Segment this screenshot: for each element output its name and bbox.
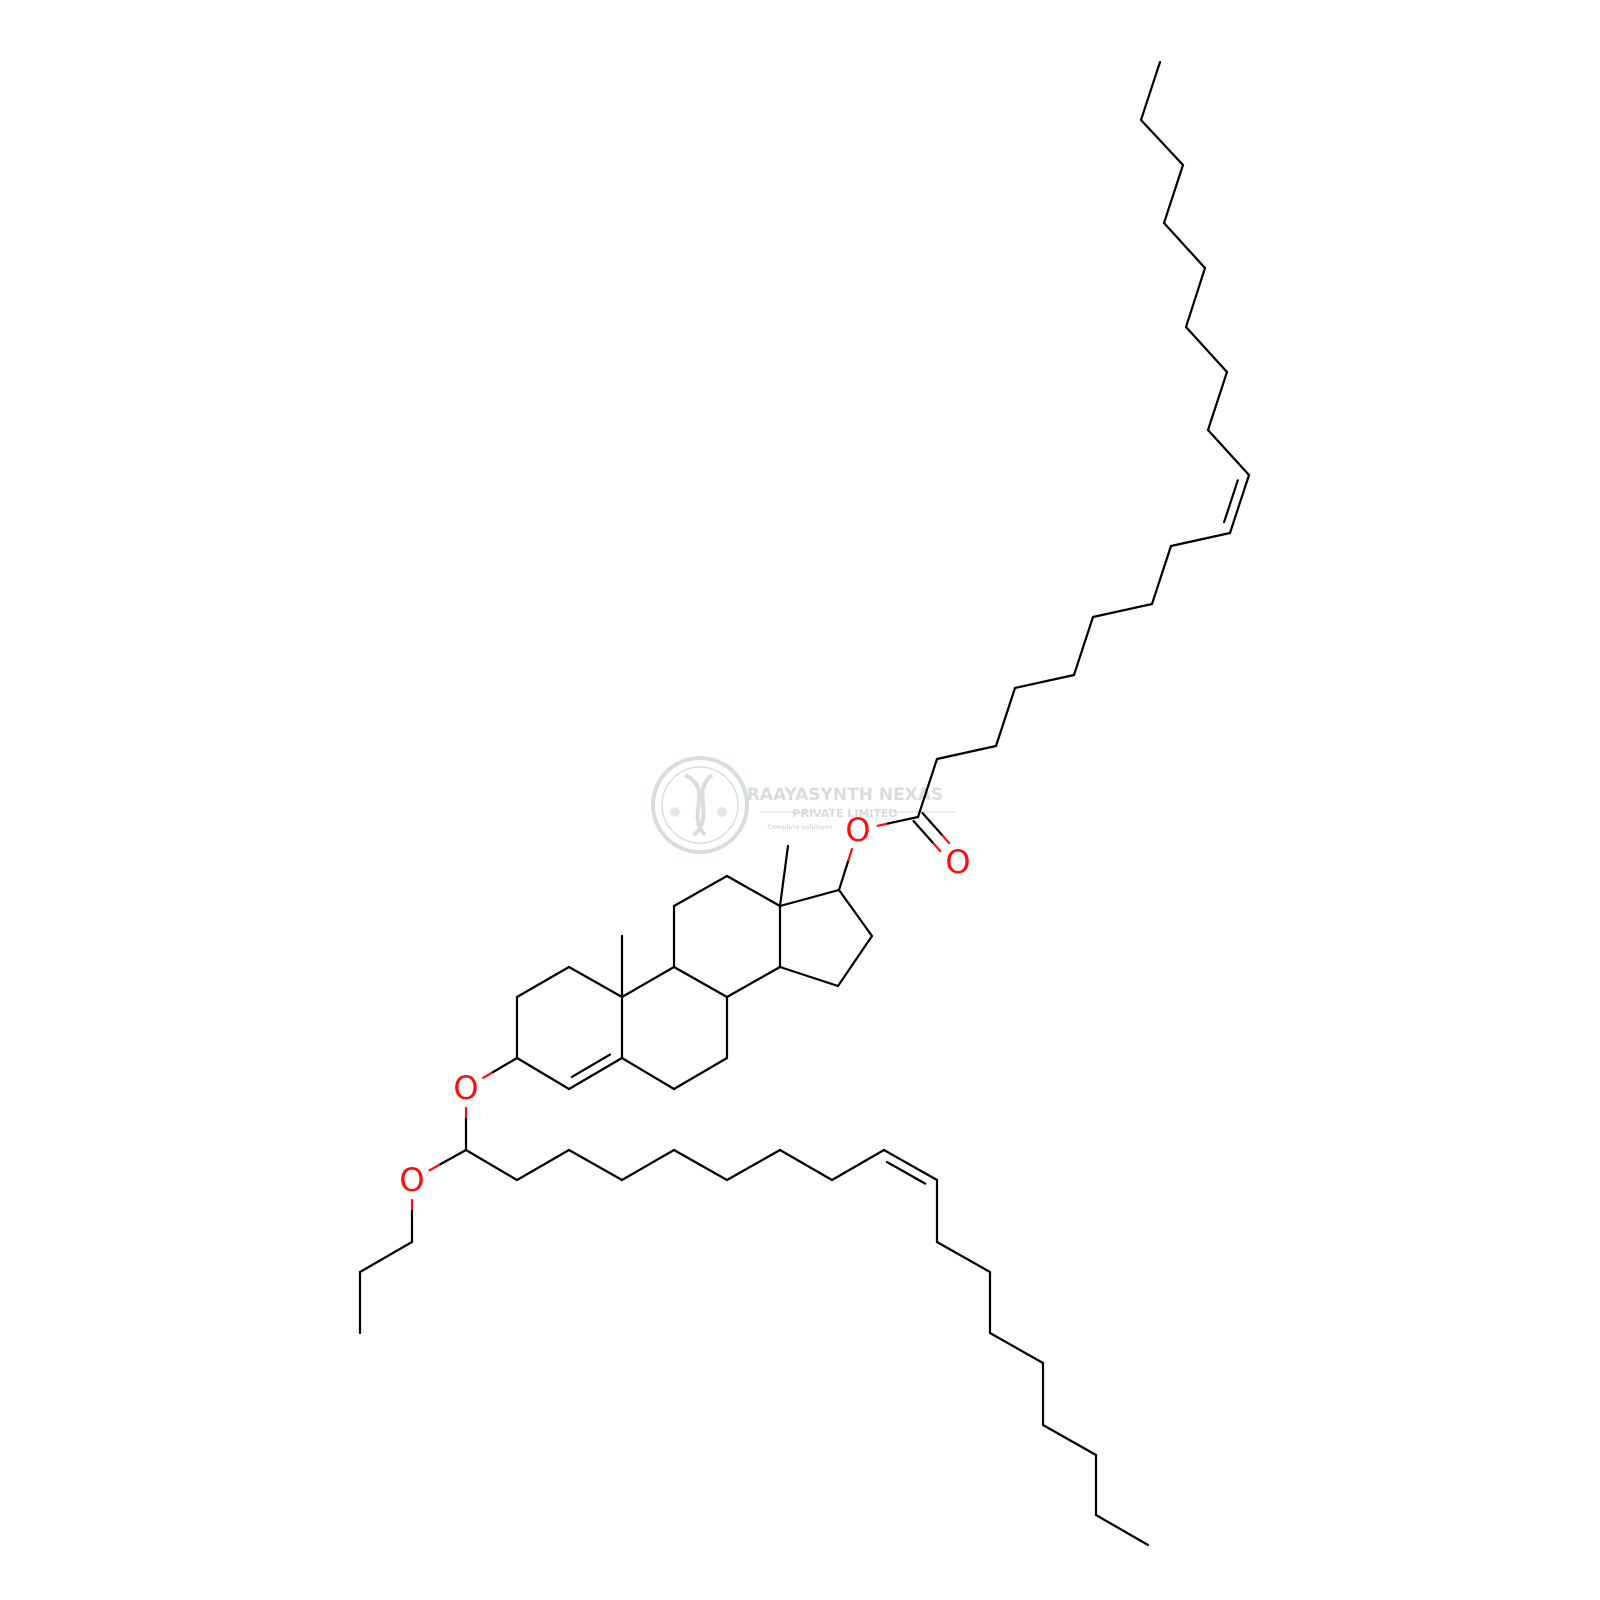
bond-46-o [876,822,890,827]
bond-61 [1162,163,1185,225]
bond-30 [567,1148,624,1182]
bond-45-o [847,847,854,862]
bond-53 [1150,544,1173,606]
bond-58 [1184,325,1229,374]
bond-9 [672,965,729,999]
bond-19 [837,888,874,938]
bond-2 [567,965,624,999]
oxygen-atom-label: O [845,811,870,849]
watermark-tagline: Complete solutions [767,824,833,831]
bond-17 [778,844,790,908]
bond-21 [778,965,840,988]
bond-29 [515,1148,571,1182]
carbonyl-bond-b [921,811,944,837]
bond-lines [358,60,1251,1547]
watermark-logo: RAAYASYNTH NEXAS PRIVATE LIMITED Complet… [651,756,955,854]
bond-51 [1072,615,1095,677]
bond-12 [672,874,729,908]
bond-54 [1169,531,1232,548]
bond-63 [1139,60,1162,122]
watermark-company: RAAYASYNTH NEXAS [747,785,944,805]
bond-22-o [482,1071,493,1079]
bond-24-o [428,1163,441,1172]
bond-52 [1091,602,1154,619]
bond-1 [515,965,571,999]
bond-10 [620,965,676,999]
bond-47 [916,757,939,819]
bond-56 [1206,428,1251,477]
bond-40 [988,1331,1045,1365]
bond-44 [1094,1513,1150,1547]
bond-46 [886,815,920,825]
bond-49 [994,686,1017,748]
bond-4 [567,1056,624,1091]
double-bond-inner-2 [1223,479,1239,524]
bond-13 [725,874,782,908]
bond-36 [882,1148,939,1182]
double-bond-inner-1 [885,1160,927,1185]
bond-31 [620,1148,676,1182]
bond-26 [358,1240,414,1274]
watermark-line2: PRIVATE LIMITED [792,807,897,820]
carbonyl-bond-b-o [941,834,951,845]
bond-38 [935,1240,992,1274]
bond-62 [1139,118,1185,167]
bond-45 [837,858,850,892]
bond-42 [1041,1423,1098,1457]
carbonyl-bond-a [912,819,935,845]
bond-5 [515,1056,571,1091]
bond-59 [1184,266,1207,329]
oxygen-atom-label: O [399,1161,424,1199]
atom-labels: O O O O [399,811,970,1199]
carbonyl-bond-a-o [932,842,942,853]
oxygen-atom-label: O [453,1069,478,1107]
bond-22 [490,1056,519,1075]
bond-35 [830,1148,886,1182]
bond-32 [672,1148,729,1182]
bond-55 [1228,473,1251,535]
bond-57 [1206,370,1229,432]
bond-15 [725,965,782,999]
bond-20 [836,934,874,988]
bond-6 [620,1056,676,1091]
double-bond-inner-0 [570,1053,612,1078]
bond-24 [437,1148,468,1167]
bond-33 [725,1148,782,1182]
bond-34 [778,1148,834,1182]
bond-28 [464,1148,519,1182]
bond-7 [672,1056,729,1091]
bond-18 [778,888,841,908]
bond-50 [1013,673,1076,690]
bond-60 [1162,221,1207,270]
bond-48 [935,744,998,761]
oxygen-atom-label: O [945,843,970,881]
